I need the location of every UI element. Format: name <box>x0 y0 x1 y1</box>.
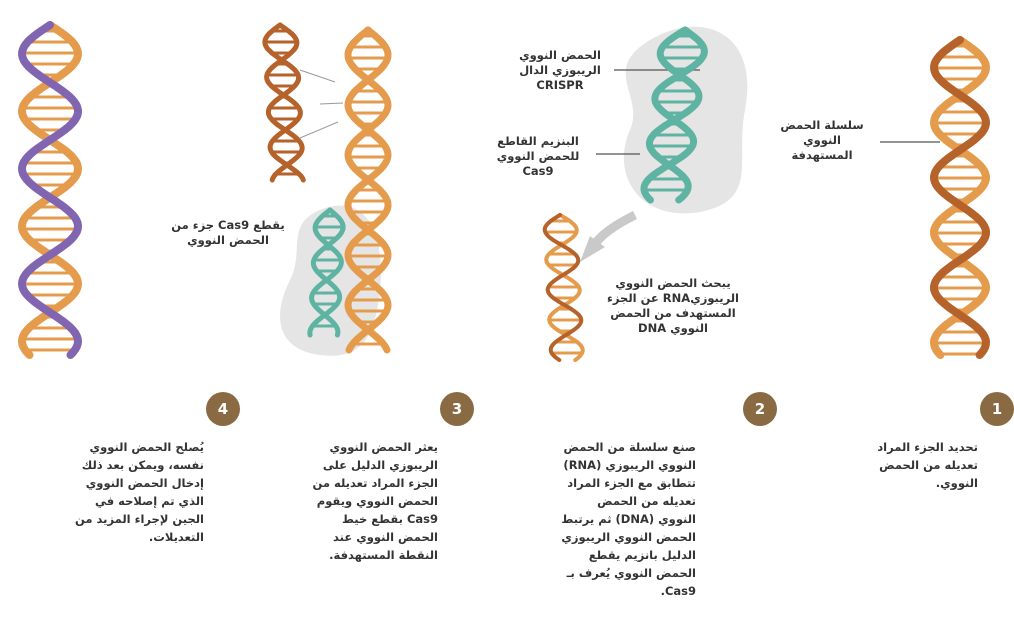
step-badge-3: 3 <box>440 392 474 426</box>
step-badge-4: 4 <box>206 392 240 426</box>
label-guide-rna: الحمض النووي الريبوزي الدال CRISPR <box>508 48 612 93</box>
helix-strand <box>934 40 986 355</box>
helix-strand <box>934 40 986 355</box>
label-cut: يقطع Cas9 جزء من الحمض النووي <box>168 218 288 248</box>
step-badge-2: 2 <box>743 392 777 426</box>
step-text-4: يُصلح الحمض النووي نفسه، ويمكن بعد ذلك إ… <box>64 438 204 546</box>
target-dna-helix <box>934 40 986 355</box>
cut-lines <box>300 70 343 138</box>
step-text-2: صنع سلسلة من الحمض النووي الريبوزي (RNA)… <box>560 438 696 600</box>
cut-dna-fragment <box>265 25 303 180</box>
step-badge-1: 1 <box>980 392 1014 426</box>
label-search: يبحث الحمض النووي الريبوزيRNA عن الجزء ا… <box>590 276 756 336</box>
repaired-dna-helix <box>22 25 78 355</box>
searching-dna-helix <box>545 215 583 360</box>
label-target-strand: سلسلة الحمض النووي المستهدفة <box>772 118 872 163</box>
step-text-1: تحديد الجزء المراد تعديله من الحمض النوو… <box>862 438 978 492</box>
label-cas9-enzyme: البنزيم القاطع للحمض النووي Cas9 <box>486 134 590 179</box>
step-text-3: يعثر الحمض النووي الريبوزي الدليل على ال… <box>300 438 438 564</box>
